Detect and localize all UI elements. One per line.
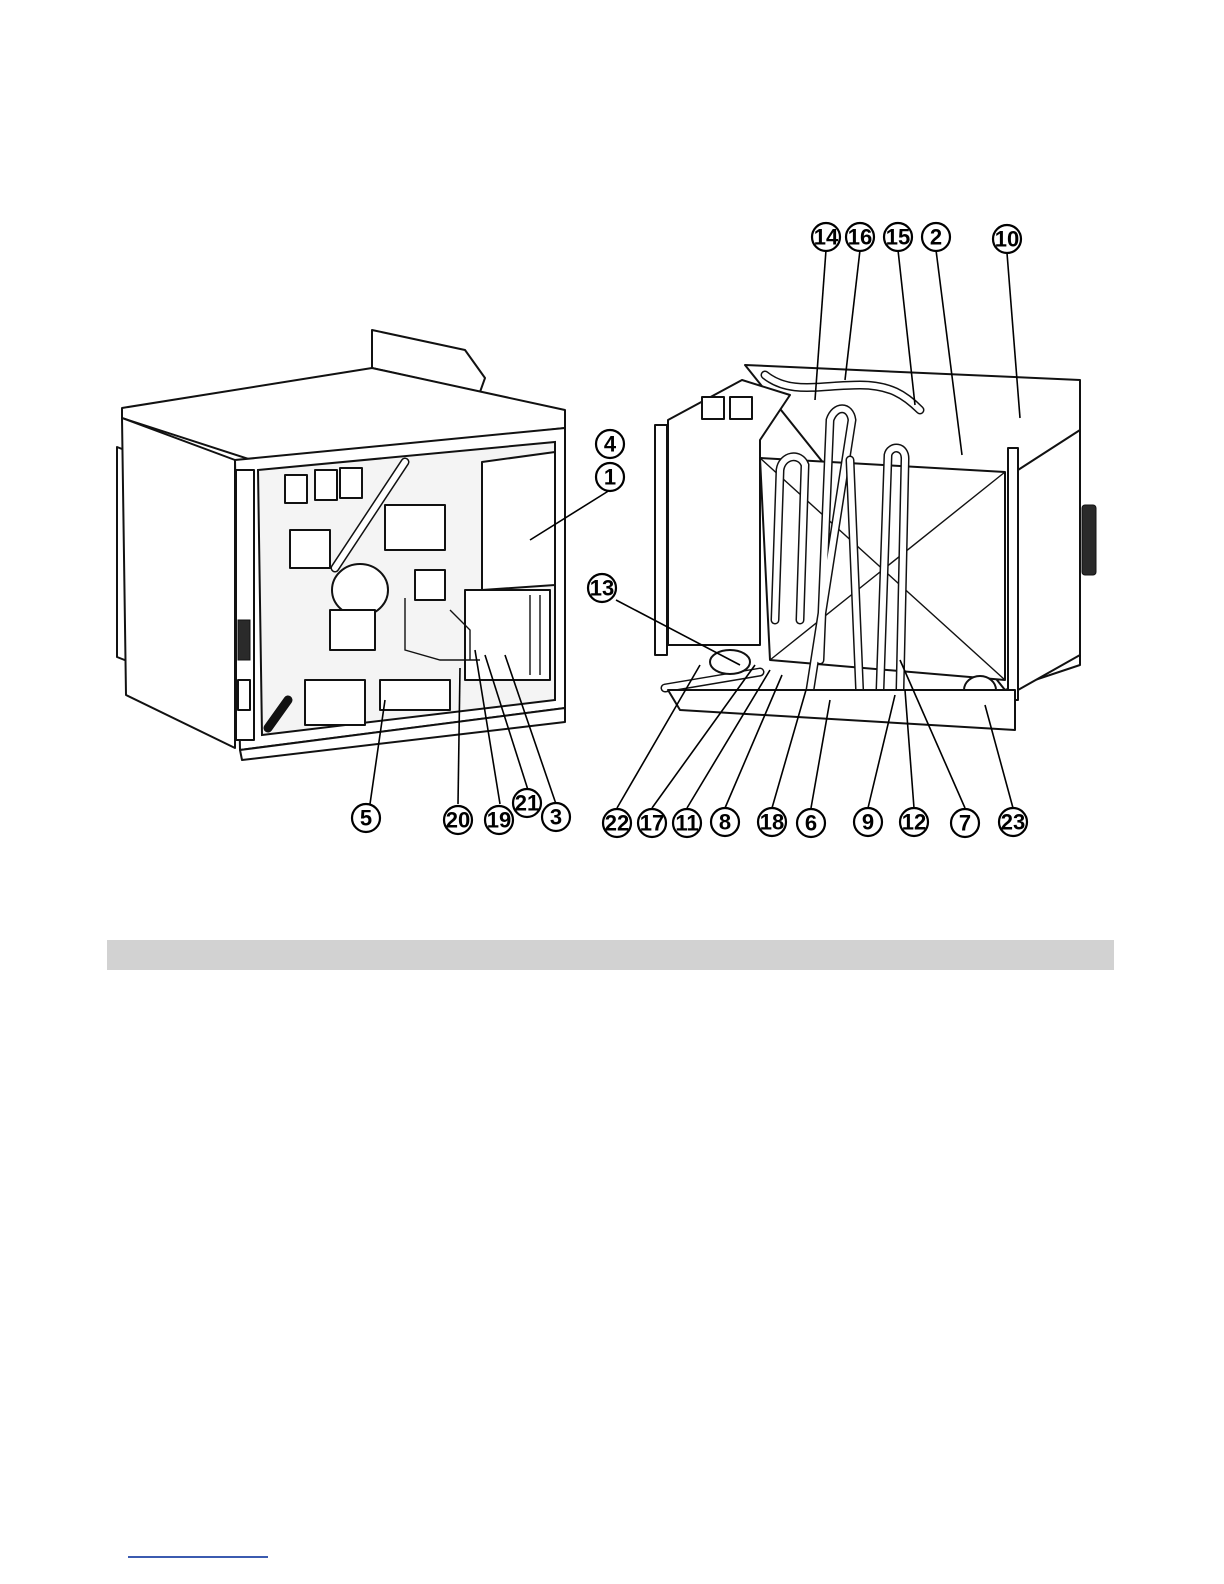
terminal-block — [305, 680, 365, 725]
right-unit-view — [655, 365, 1096, 730]
callout-2: 2 — [922, 223, 950, 251]
svg-text:14: 14 — [814, 225, 839, 250]
svg-text:7: 7 — [959, 811, 971, 836]
svg-text:13: 13 — [590, 576, 614, 601]
callout-8: 8 — [711, 808, 739, 836]
callout-13: 13 — [588, 574, 616, 602]
callout-9: 9 — [854, 808, 882, 836]
callout-18: 18 — [758, 808, 786, 836]
electrical-box — [482, 452, 555, 590]
door-handle — [1082, 505, 1096, 575]
svg-text:22: 22 — [605, 811, 629, 836]
svg-text:5: 5 — [360, 806, 372, 831]
svg-text:10: 10 — [995, 227, 1019, 252]
svg-text:4: 4 — [604, 432, 617, 457]
callout-17: 17 — [638, 809, 666, 837]
section-divider-bar — [107, 940, 1114, 970]
svg-text:21: 21 — [515, 791, 539, 816]
callout-14: 14 — [812, 223, 840, 251]
svg-text:3: 3 — [550, 805, 562, 830]
svg-text:6: 6 — [805, 811, 817, 836]
contactor — [380, 680, 450, 710]
callout-6: 6 — [797, 809, 825, 837]
callout-5: 5 — [352, 804, 380, 832]
module-box — [385, 505, 445, 550]
svg-text:17: 17 — [640, 811, 664, 836]
callout-23: 23 — [999, 808, 1027, 836]
svg-text:19: 19 — [487, 808, 511, 833]
footer-link-underline — [128, 1556, 268, 1558]
svg-text:12: 12 — [902, 810, 926, 835]
svg-text:2: 2 — [930, 225, 942, 250]
svg-text:16: 16 — [848, 225, 872, 250]
svg-text:9: 9 — [862, 810, 874, 835]
relay — [285, 475, 307, 503]
svg-text:1: 1 — [604, 465, 616, 490]
callout-11: 11 — [673, 809, 701, 837]
right-door — [1018, 430, 1080, 690]
callout-19: 19 — [485, 806, 513, 834]
switch-box — [330, 610, 375, 650]
callout-15: 15 — [884, 223, 912, 251]
svg-text:15: 15 — [886, 225, 910, 250]
svg-text:23: 23 — [1001, 810, 1025, 835]
callout-10: 10 — [993, 225, 1021, 253]
callout-7: 7 — [951, 809, 979, 837]
fan-motor — [332, 564, 388, 616]
relay — [315, 470, 337, 500]
callout-16: 16 — [846, 223, 874, 251]
svg-text:11: 11 — [675, 811, 698, 836]
relay — [340, 468, 362, 498]
callout-21: 21 — [513, 789, 541, 817]
callout-20: 20 — [444, 806, 472, 834]
svg-text:18: 18 — [760, 810, 784, 835]
callout-12: 12 — [900, 808, 928, 836]
solenoid-valve — [415, 570, 445, 600]
callout-3: 3 — [542, 803, 570, 831]
callout-22: 22 — [603, 809, 631, 837]
callout-4: 4 — [596, 430, 624, 458]
pump — [710, 650, 750, 674]
svg-text:8: 8 — [719, 810, 731, 835]
svg-text:20: 20 — [446, 808, 470, 833]
callout-1: 1 — [596, 463, 624, 491]
transformer — [290, 530, 330, 568]
